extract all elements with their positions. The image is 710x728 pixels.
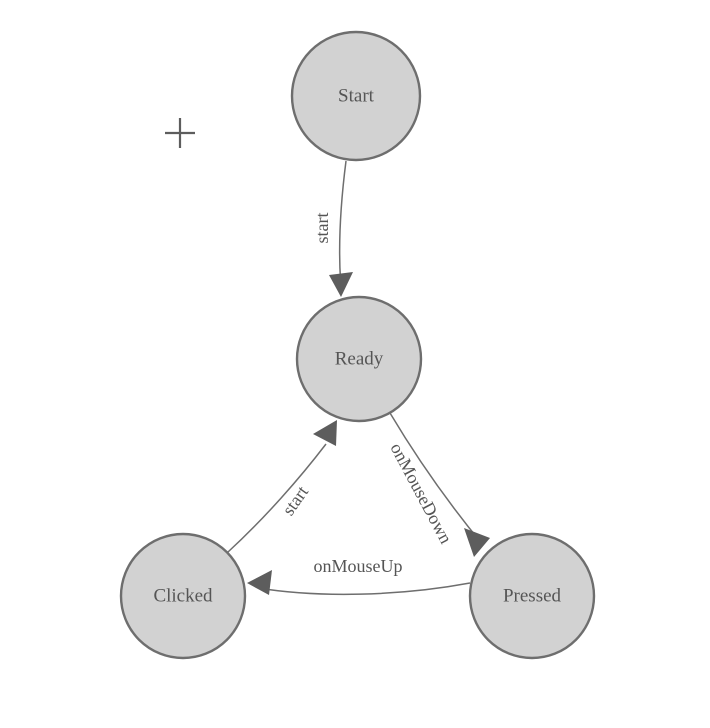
edge-label-ready-to-pressed: onMouseDown	[386, 439, 456, 546]
node-clicked-circle[interactable]	[119, 532, 247, 660]
node-clicked[interactable]: Clicked	[119, 532, 247, 660]
arrowhead-ready-to-pressed	[464, 528, 490, 557]
edge-line-start-to-ready	[338, 160, 347, 281]
plus-marker[interactable]	[165, 118, 195, 148]
edge-pressed-to-clicked[interactable]: onMouseUp	[247, 556, 471, 596]
node-ready[interactable]: Ready	[295, 295, 423, 423]
node-ready-circle[interactable]	[295, 295, 423, 423]
node-start[interactable]: Start	[290, 30, 422, 162]
node-ready-label: Ready	[335, 348, 384, 369]
edge-line-clicked-to-ready	[227, 443, 327, 553]
edge-ready-to-pressed[interactable]: onMouseDown	[386, 412, 490, 557]
arrowhead-start-to-ready	[329, 272, 353, 297]
node-start-label: Start	[338, 85, 375, 106]
edge-clicked-to-ready[interactable]: start	[227, 420, 337, 553]
edge-label-clicked-to-ready: start	[278, 482, 312, 519]
edge-label-start-to-ready: start	[312, 213, 332, 244]
node-clicked-label: Clicked	[153, 585, 213, 606]
edge-label-pressed-to-clicked: onMouseUp	[314, 556, 403, 576]
arrowhead-pressed-to-clicked	[247, 570, 272, 595]
node-start-circle[interactable]	[290, 30, 422, 162]
arrowhead-clicked-to-ready	[313, 420, 337, 446]
edge-line-pressed-to-clicked	[257, 582, 471, 596]
node-pressed-circle[interactable]	[468, 532, 596, 660]
node-pressed[interactable]: Pressed	[468, 532, 596, 660]
edge-start-to-ready[interactable]: start	[312, 160, 353, 297]
node-pressed-label: Pressed	[503, 585, 562, 606]
